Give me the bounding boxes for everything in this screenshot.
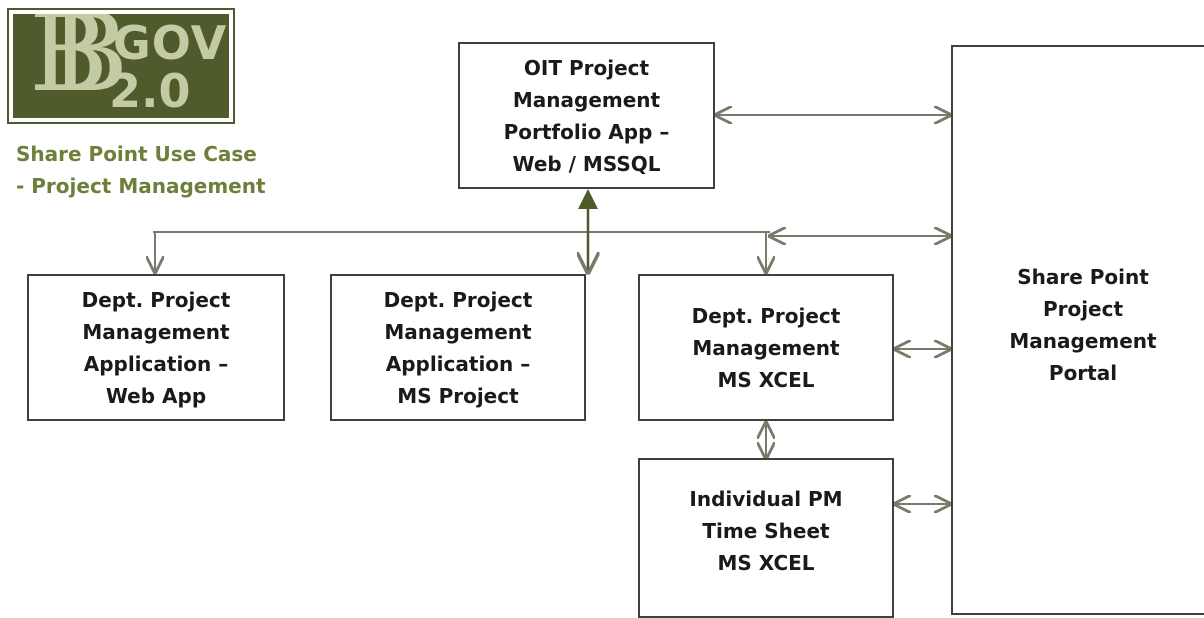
bgov-logo: B B GOV 2.0 [7,8,235,124]
node-dept-ms-xcel-label: Dept. Project Management MS XCEL [691,303,841,392]
node-dept-ms-xcel: Dept. Project Management MS XCEL [638,274,894,421]
node-dept-ms-project-label: Dept. Project Management Application – M… [383,287,533,408]
logo-letter-b: B [29,14,108,116]
node-dept-web-app-label: Dept. Project Management Application – W… [81,287,231,408]
node-individual-timesheet: Individual PM Time Sheet MS XCEL [638,458,894,618]
node-dept-web-app: Dept. Project Management Application – W… [27,274,285,421]
logo-text-gov: GOV [113,16,228,70]
node-oit-portfolio-label: OIT Project Management Portfolio App – W… [503,55,670,176]
node-oit-portfolio-app: OIT Project Management Portfolio App – W… [458,42,715,189]
node-sharepoint-portal-label: Share Point Project Management Portal [1009,265,1157,385]
logo-background: B B GOV 2.0 [13,14,229,118]
subtitle-line-1: Share Point Use Case [16,142,257,166]
logo-text-version: 2.0 [109,64,191,118]
subtitle-line-2: - Project Management [16,174,266,198]
node-individual-timesheet-label: Individual PM Time Sheet MS XCEL [689,487,843,575]
logo-letter-b-shadow: B [49,14,128,116]
node-dept-ms-project: Dept. Project Management Application – M… [330,274,586,421]
node-sharepoint-portal: Share Point Project Management Portal [951,45,1204,615]
diagram-subtitle: Share Point Use Case - Project Managemen… [16,138,316,202]
